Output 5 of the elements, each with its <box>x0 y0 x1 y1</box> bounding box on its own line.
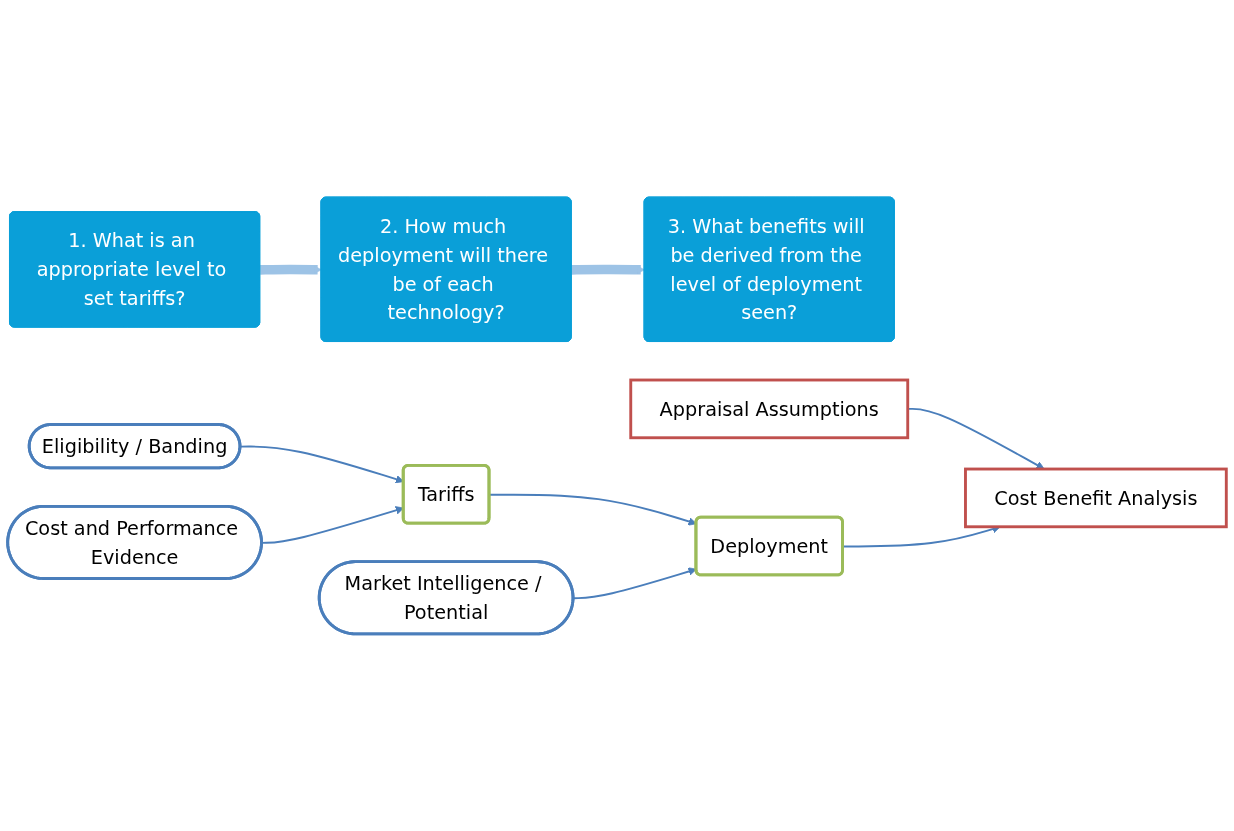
arrow <box>571 264 645 275</box>
node-box: Cost Benefit Analysis <box>964 467 1228 529</box>
arrow <box>260 264 322 275</box>
node-box: Appraisal Assumptions <box>629 378 910 440</box>
arrow <box>572 567 697 600</box>
